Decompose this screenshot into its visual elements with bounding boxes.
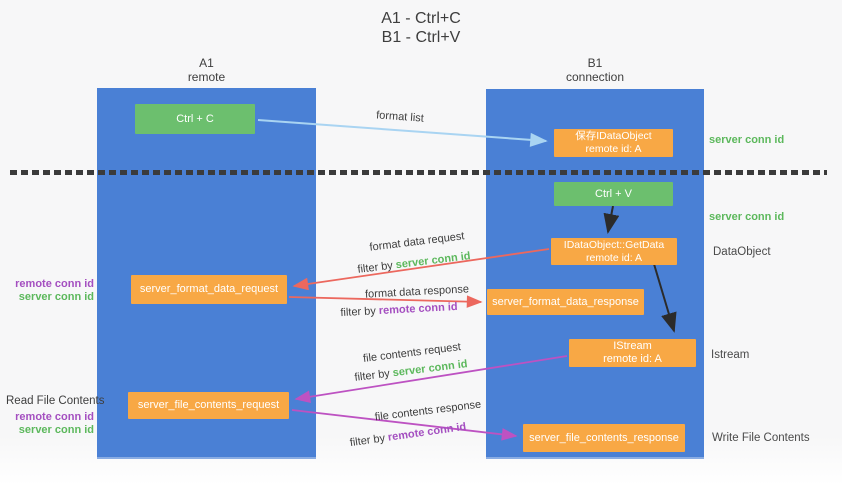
diagram-title: A1 - Ctrl+C B1 - Ctrl+V [0,9,842,47]
filter-by-remote-conn-id-label-2: filter byremote conn id [349,421,467,449]
save-idataobject-node: 保存IDataObject remote id: A [554,129,673,157]
dataobject-label: DataObject [713,246,771,258]
ctrl-c-label: Ctrl + C [176,112,214,125]
istream-line2: remote id: A [603,353,662,365]
server-conn-id-label-mid: server conn id [709,211,785,223]
lane-b1-name: B1 [587,56,603,70]
remote-conn-id-filter-text-2: remote conn id [387,420,467,444]
filter-by-text: filter by [353,367,391,384]
remote-conn-id-label-bottom: remote conn id [15,411,94,423]
ctrl-c-node: Ctrl + C [135,104,255,134]
remote-conn-id-filter-text-1: remote conn id [378,300,458,318]
lane-a1-name: A1 [199,56,214,70]
lane-header-b1: B1 connection [486,56,704,84]
filter-by-text: filter by [356,259,394,276]
save-idataobject-line2: remote id: A [585,143,642,155]
filter-by-text: filter by [340,305,377,320]
format-data-response-label: format data response [364,283,470,301]
server-file-contents-response-label: server_file_contents_response [529,431,679,444]
getdata-line2: remote id: A [585,251,643,264]
remote-conn-id-label-mid: remote conn id [15,278,94,290]
conn-id-stack-mid: remote conn id server conn id [6,278,94,304]
server-conn-id-filter-text-1: server conn id [395,250,472,272]
server-conn-id-label-top: server conn id [709,134,785,146]
ctrl-v-label: Ctrl + V [595,187,632,200]
conn-id-stack-bottom: remote conn id server conn id [6,411,94,437]
save-idataobject-line1: 保存IDataObject [575,130,652,142]
server-format-data-request-label: server_format_data_request [139,283,279,295]
server-conn-id-label-left-mid: server conn id [18,291,94,303]
title-line-a1: A1 - Ctrl+C [381,10,461,27]
istream-line1: IStream [613,340,652,352]
server-conn-id-label-left-bottom: server conn id [18,424,94,436]
dotted-separator-line [10,170,827,175]
write-file-contents-label: Write File Contents [712,432,810,444]
server-file-contents-request-node: server_file_contents_request [128,392,289,419]
format-list-label: format list [375,109,425,125]
istream-node: IStream remote id: A [569,339,696,367]
idataobject-getdata-node: IDataObject::GetData remote id: A [551,238,677,265]
server-conn-id-filter-text-2: server conn id [392,358,469,380]
ctrl-v-node: Ctrl + V [554,182,673,206]
server-format-data-request-node: server_format_data_request [131,275,287,304]
server-file-contents-request-label: server_file_contents_request [137,399,280,411]
title-line-b1: B1 - Ctrl+V [381,29,461,46]
format-data-request-label: format data request [368,230,466,254]
lane-a1-role: remote [187,70,226,84]
lane-b1-role: connection [565,70,625,84]
filter-by-text: filter by [349,432,386,450]
server-file-contents-response-node: server_file_contents_response [523,424,685,452]
getdata-line1: IDataObject::GetData [563,238,665,251]
file-contents-response-label: file contents response [374,398,482,424]
server-format-data-response-label: server_format_data_response [492,295,639,308]
istream-label: Istream [711,349,750,361]
read-file-contents-label: Read File Contents [6,395,105,407]
lane-header-a1: A1 remote [97,56,316,84]
server-format-data-response-node: server_format_data_response [487,289,644,315]
